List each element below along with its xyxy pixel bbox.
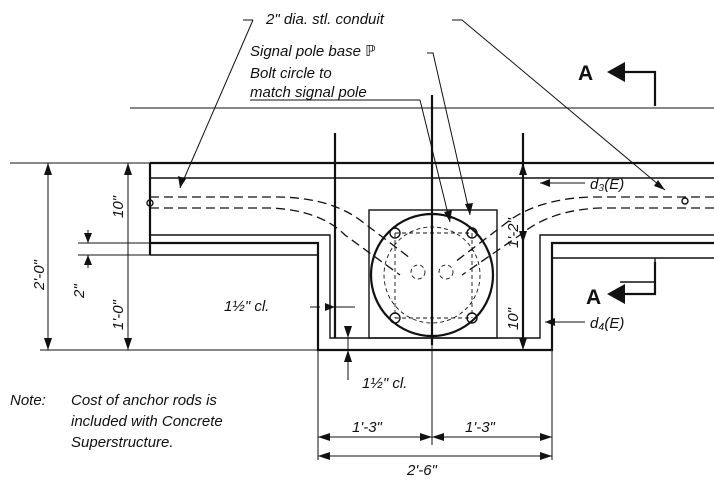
section-marker-bottom: A <box>586 262 657 309</box>
arrowhead <box>178 176 186 188</box>
conduit-right-lower <box>461 207 714 276</box>
bolt-circle-leader <box>419 99 451 223</box>
dim-label-lower-depth: 1'-0" <box>110 299 127 330</box>
arrowhead <box>540 433 552 441</box>
conduit-opening-right <box>438 264 454 280</box>
dim-label-half-right: 1'-3" <box>465 419 496 436</box>
note-prefix: Note: <box>10 392 46 409</box>
arrowhead <box>344 350 352 362</box>
d4-label: d₄(E) <box>590 315 624 332</box>
arrowhead <box>124 163 132 175</box>
conduit-end-right <box>681 197 689 205</box>
arrowhead <box>465 203 473 215</box>
dim-label-overall-width: 2'-6" <box>406 462 438 479</box>
arrowhead <box>44 338 52 350</box>
dim-label-pocket-lower: 10" <box>505 307 522 330</box>
arrowhead <box>519 231 527 243</box>
conduit-right-upper <box>454 196 714 263</box>
section-cut-line-bottom <box>620 262 657 296</box>
bolt-circle-label-1: Bolt circle to <box>250 65 332 82</box>
section-label-top: A <box>578 62 593 85</box>
bolt-circle-label-2: match signal pole <box>250 84 367 101</box>
clear-bottom-label: 1½" cl. <box>362 375 407 392</box>
conduit-end-left <box>146 199 154 207</box>
conduit-leader-right <box>452 19 666 191</box>
arrowhead <box>540 179 550 187</box>
dim-label-overall-height: 2'-0" <box>31 259 48 291</box>
d3-label: d₃(E) <box>590 176 624 193</box>
pocket-outline <box>150 241 714 352</box>
note-line-2: included with Concrete <box>71 413 223 430</box>
base-plate <box>368 209 498 339</box>
dim-label-half-left: 1'-3" <box>352 419 383 436</box>
section-arrow-bottom <box>607 284 625 304</box>
conduit-left-lower <box>150 207 401 276</box>
note-line-3: Superstructure. <box>71 434 174 451</box>
note-line-1: Cost of anchor rods is <box>71 392 217 409</box>
conduits <box>146 196 714 276</box>
anchor-bolt-br <box>466 312 478 324</box>
base-plate-label: Signal pole base ℙ <box>250 43 376 60</box>
arrowhead <box>432 433 444 441</box>
callouts: 2" dia. stl. conduit Signal pole base ℙ … <box>224 11 624 392</box>
note-block: Note: Cost of anchor rods is included wi… <box>10 392 223 451</box>
section-marker-top: A <box>578 62 657 106</box>
clear-left-label: 1½" cl. <box>224 298 269 315</box>
arrowhead <box>318 433 330 441</box>
dimension-lines <box>10 162 665 460</box>
dim-label-pocket-upper: 1'-2" <box>505 217 522 248</box>
arrowhead <box>124 338 132 350</box>
leaders <box>179 19 666 323</box>
arrowhead <box>420 433 432 441</box>
bolt-circle <box>383 226 481 324</box>
dim-label-gap: 2" <box>71 284 88 299</box>
base-plate-leader <box>427 52 471 216</box>
anchor-bolt-tl <box>389 227 401 239</box>
arrowhead <box>344 326 352 338</box>
anchor-bolt-tr <box>466 227 478 239</box>
section-cut-line-top <box>620 70 657 106</box>
arrowhead <box>545 318 555 326</box>
arrowhead <box>318 452 330 460</box>
section-label-bottom: A <box>586 286 601 309</box>
arrowhead <box>540 452 552 460</box>
conduit-left-upper <box>150 196 411 259</box>
arrowhead <box>519 338 527 350</box>
dim-label-upper-depth: 10" <box>110 195 127 218</box>
arrowhead <box>325 303 335 311</box>
anchor-bolt-bl <box>389 312 401 324</box>
arrowhead <box>84 233 92 243</box>
conduit-leader-left <box>179 19 254 189</box>
base-plate-assembly <box>368 209 498 339</box>
arrowhead <box>519 163 527 175</box>
arrowhead <box>84 255 92 265</box>
dimension-labels: 2'-0" 10" 2" 1'-0" 1'-2" 10" 1'-3" 1'-3"… <box>31 195 522 479</box>
arrowhead <box>44 163 52 175</box>
conduit-label: 2" dia. stl. conduit <box>265 11 385 28</box>
section-arrow-top <box>607 62 625 82</box>
conduit-opening-left <box>410 264 426 280</box>
concrete-outline <box>130 107 714 352</box>
arrowhead <box>654 180 665 190</box>
pole-circle <box>369 212 495 338</box>
right-step <box>620 258 656 283</box>
arrowhead <box>444 210 452 222</box>
